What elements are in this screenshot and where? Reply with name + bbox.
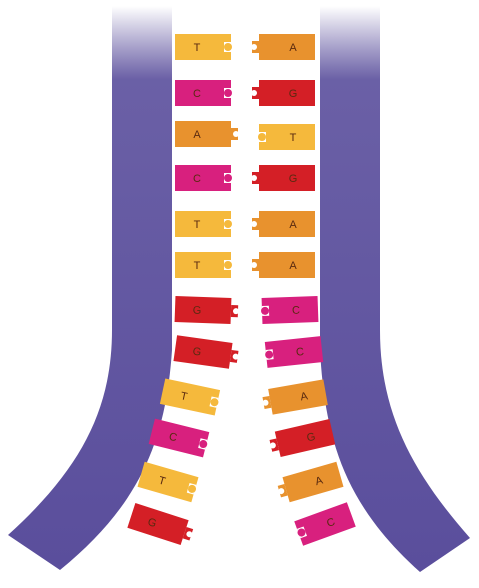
right-base-6: A [251,252,315,278]
right-base-letter: C [292,305,300,317]
right-base-4: G [251,165,315,191]
left-base-9: T [160,378,221,415]
right-base-8: C [264,336,323,368]
left-base-letter: T [194,42,201,54]
left-base-letter: A [193,129,201,141]
right-base-letter: A [289,219,297,231]
right-base-letter: C [295,346,304,359]
left-base-letter: G [192,305,201,317]
right-base-3: T [258,124,315,150]
left-base-5: T [175,211,232,237]
right-base-letter: G [289,173,298,185]
left-base-4: C [175,165,232,191]
right-base-9: A [260,379,328,416]
right-backbone-strand [320,6,470,572]
right-base-letter: A [289,42,297,54]
right-base-1: A [251,34,315,60]
left-base-11: T [138,462,200,503]
right-base-2: G [251,80,315,106]
left-base-2: C [175,80,232,106]
left-base-3: A [175,121,239,147]
right-base-letter: G [289,88,298,100]
right-base-7: C [261,296,319,324]
right-base-12: C [293,502,355,546]
left-base-1: T [175,34,232,60]
right-base-11: A [275,462,344,505]
left-base-10: C [149,419,211,458]
left-base-7: G [175,296,240,324]
left-base-12: G [127,503,196,548]
left-base-letter: T [194,219,201,231]
right-base-10: G [267,419,335,459]
left-base-letter: T [194,260,201,272]
left-base-letter: G [192,346,202,359]
left-base-letter: C [193,173,201,185]
left-base-8: G [173,335,240,370]
left-base-6: T [175,252,232,278]
right-base-letter: T [290,132,297,144]
right-base-5: A [251,211,315,237]
left-base-letter: C [193,88,201,100]
right-base-letter: A [289,260,297,272]
